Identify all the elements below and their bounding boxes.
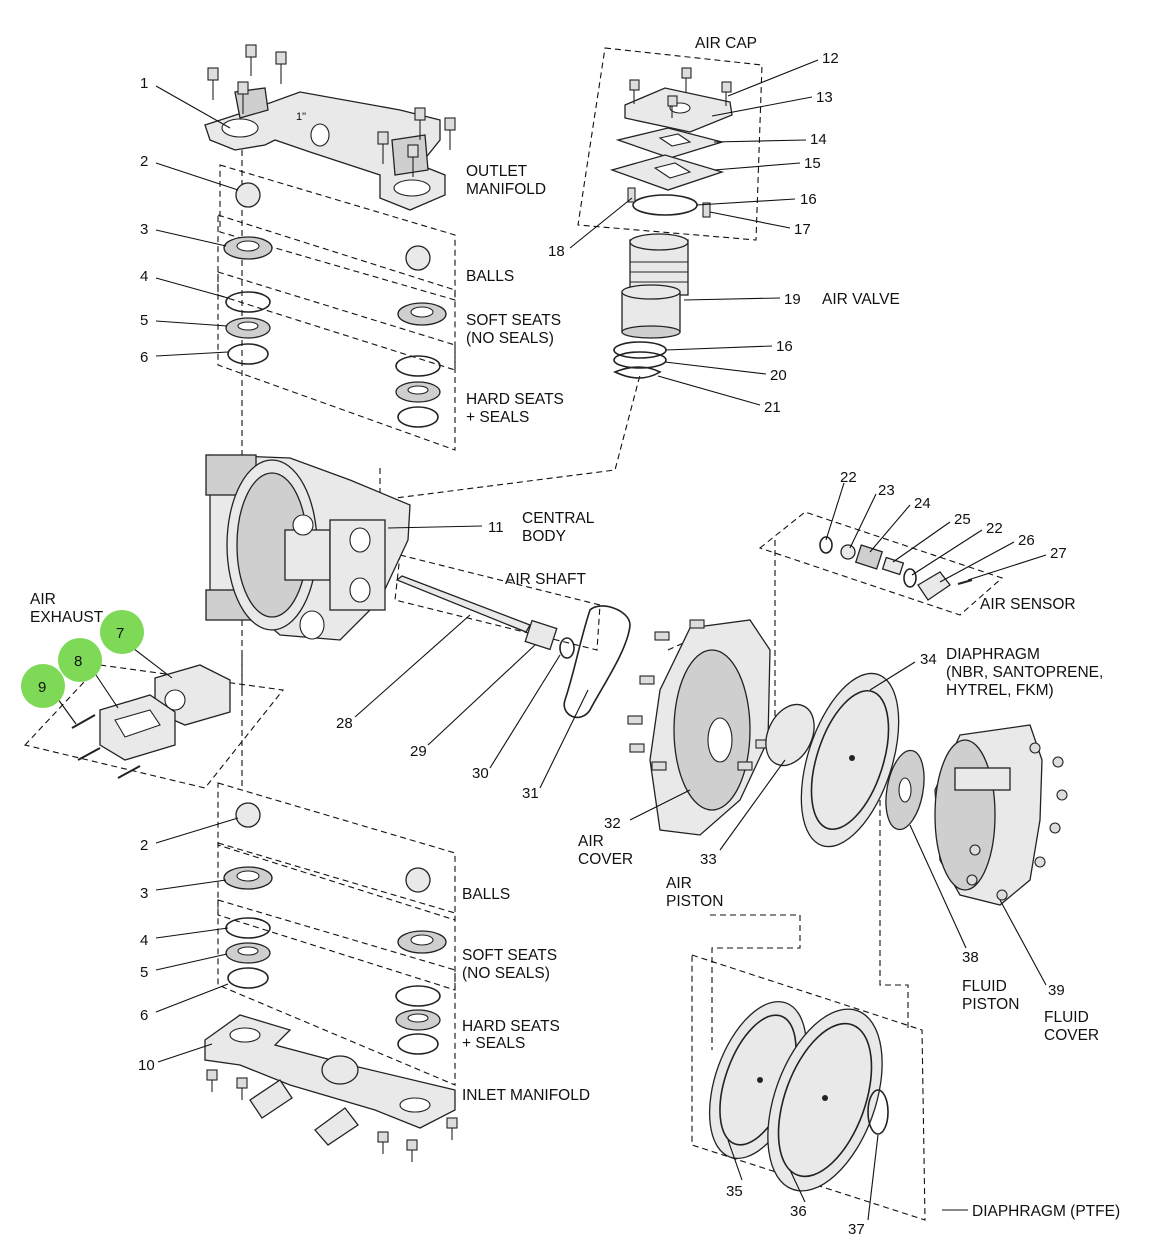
ptfe-diaphragm-parts (708, 1000, 889, 1192)
num-16-bottom: 16 (776, 338, 793, 355)
air-sensor-parts (819, 536, 973, 601)
label-soft-seats-top: SOFT SEATS (NO SEALS) (466, 312, 565, 347)
num-35: 35 (726, 1183, 743, 1200)
label-diaphragm-rubber: DIAPHRAGM (NBR, SANTOPRENE, HYTREL, FKM) (946, 646, 1108, 699)
num-16-top: 16 (800, 191, 817, 208)
num-25: 25 (954, 511, 971, 528)
num-23: 23 (878, 482, 895, 499)
ball-bottom-right (405, 867, 431, 893)
num-30: 30 (472, 765, 489, 782)
num-22-a: 22 (840, 469, 857, 486)
num-14: 14 (810, 131, 827, 148)
num-1: 1 (140, 75, 148, 92)
fluid-cover-part (934, 724, 1068, 906)
ball-bottom-left (235, 802, 261, 828)
ball-top-left (235, 182, 261, 208)
num-26: 26 (1018, 532, 1035, 549)
group-outlines (23, 47, 1004, 1221)
part-numbers: 1 2 3 4 5 6 7 8 9 10 11 12 13 14 15 16 1… (38, 50, 1067, 1238)
label-air-cap: AIR CAP (695, 35, 757, 52)
num-18: 18 (548, 243, 565, 260)
num-3-top: 3 (140, 221, 148, 238)
air-valve-parts (613, 233, 689, 379)
label-air-valve: AIR VALVE (822, 291, 900, 308)
num-19: 19 (784, 291, 801, 308)
num-29: 29 (410, 743, 427, 760)
label-balls-bottom: BALLS (462, 886, 510, 903)
label-air-exhaust: AIR EXHAUST (30, 591, 104, 626)
label-hard-seats-top: HARD SEATS + SEALS (466, 391, 568, 426)
label-fluid-cover: FLUID COVER (1044, 1009, 1099, 1044)
label-fluid-piston: FLUID PISTON (962, 978, 1019, 1013)
num-15: 15 (804, 155, 821, 172)
air-shaft-parts (395, 575, 631, 719)
air-cap-parts (609, 67, 733, 218)
label-central-body: CENTRAL BODY (522, 510, 598, 545)
num-33: 33 (700, 851, 717, 868)
piston-diaphragm-parts (765, 672, 925, 848)
label-outlet-manifold: OUTLET MANIFOLD (466, 163, 546, 198)
num-4-top: 4 (140, 268, 148, 285)
num-21: 21 (764, 399, 781, 416)
num-13: 13 (816, 89, 833, 106)
label-inlet-manifold: INLET MANIFOLD (462, 1087, 590, 1104)
label-air-shaft: AIR SHAFT (505, 571, 586, 588)
highlight-8 (58, 638, 102, 682)
num-37: 37 (848, 1221, 865, 1238)
highlight-7 (100, 610, 144, 654)
ball-top-right (405, 245, 431, 271)
central-body-part (205, 454, 411, 641)
group-labels: OUTLET MANIFOLD BALLS SOFT SEATS (NO SEA… (30, 35, 1120, 1220)
num-4-bottom: 4 (140, 932, 148, 949)
bottom-check-parts (223, 802, 447, 1055)
label-soft-seats-bottom: SOFT SEATS (NO SEALS) (462, 947, 561, 982)
label-hard-seats-bottom: HARD SEATS + SEALS (462, 1018, 564, 1052)
num-5-top: 5 (140, 312, 148, 329)
num-10: 10 (138, 1057, 155, 1074)
label-air-cover: AIR COVER (578, 833, 633, 868)
num-20: 20 (770, 367, 787, 384)
num-9: 9 (38, 679, 46, 696)
highlight-markers (21, 610, 144, 708)
num-12: 12 (822, 50, 839, 67)
num-2-top: 2 (140, 153, 148, 170)
label-air-piston: AIR PISTON (666, 875, 723, 910)
air-cover-part (627, 619, 771, 836)
label-diaphragm-ptfe: DIAPHRAGM (PTFE) (972, 1203, 1120, 1220)
num-36: 36 (790, 1203, 807, 1220)
air-exhaust-parts (71, 664, 231, 779)
num-38: 38 (962, 949, 979, 966)
svg-text:1": 1" (296, 111, 306, 123)
num-6-bottom: 6 (140, 1007, 148, 1024)
num-8: 8 (74, 653, 82, 670)
num-7: 7 (116, 625, 124, 642)
num-2-bottom: 2 (140, 837, 148, 854)
num-31: 31 (522, 785, 539, 802)
label-balls-top: BALLS (466, 268, 514, 285)
num-3-bottom: 3 (140, 885, 148, 902)
label-air-sensor: AIR SENSOR (980, 596, 1076, 613)
num-32: 32 (604, 815, 621, 832)
outlet-manifold-part: 1" (204, 44, 456, 211)
inlet-manifold-part (204, 1014, 458, 1162)
num-22-b: 22 (986, 520, 1003, 537)
num-28: 28 (336, 715, 353, 732)
num-34: 34 (920, 651, 937, 668)
num-39: 39 (1048, 982, 1065, 999)
num-27: 27 (1050, 545, 1067, 562)
num-24: 24 (914, 495, 931, 512)
num-6-top: 6 (140, 349, 148, 366)
num-11: 11 (488, 519, 504, 536)
num-5-bottom: 5 (140, 964, 148, 981)
highlight-9 (21, 664, 65, 708)
top-check-parts (223, 182, 447, 428)
num-17: 17 (794, 221, 811, 238)
